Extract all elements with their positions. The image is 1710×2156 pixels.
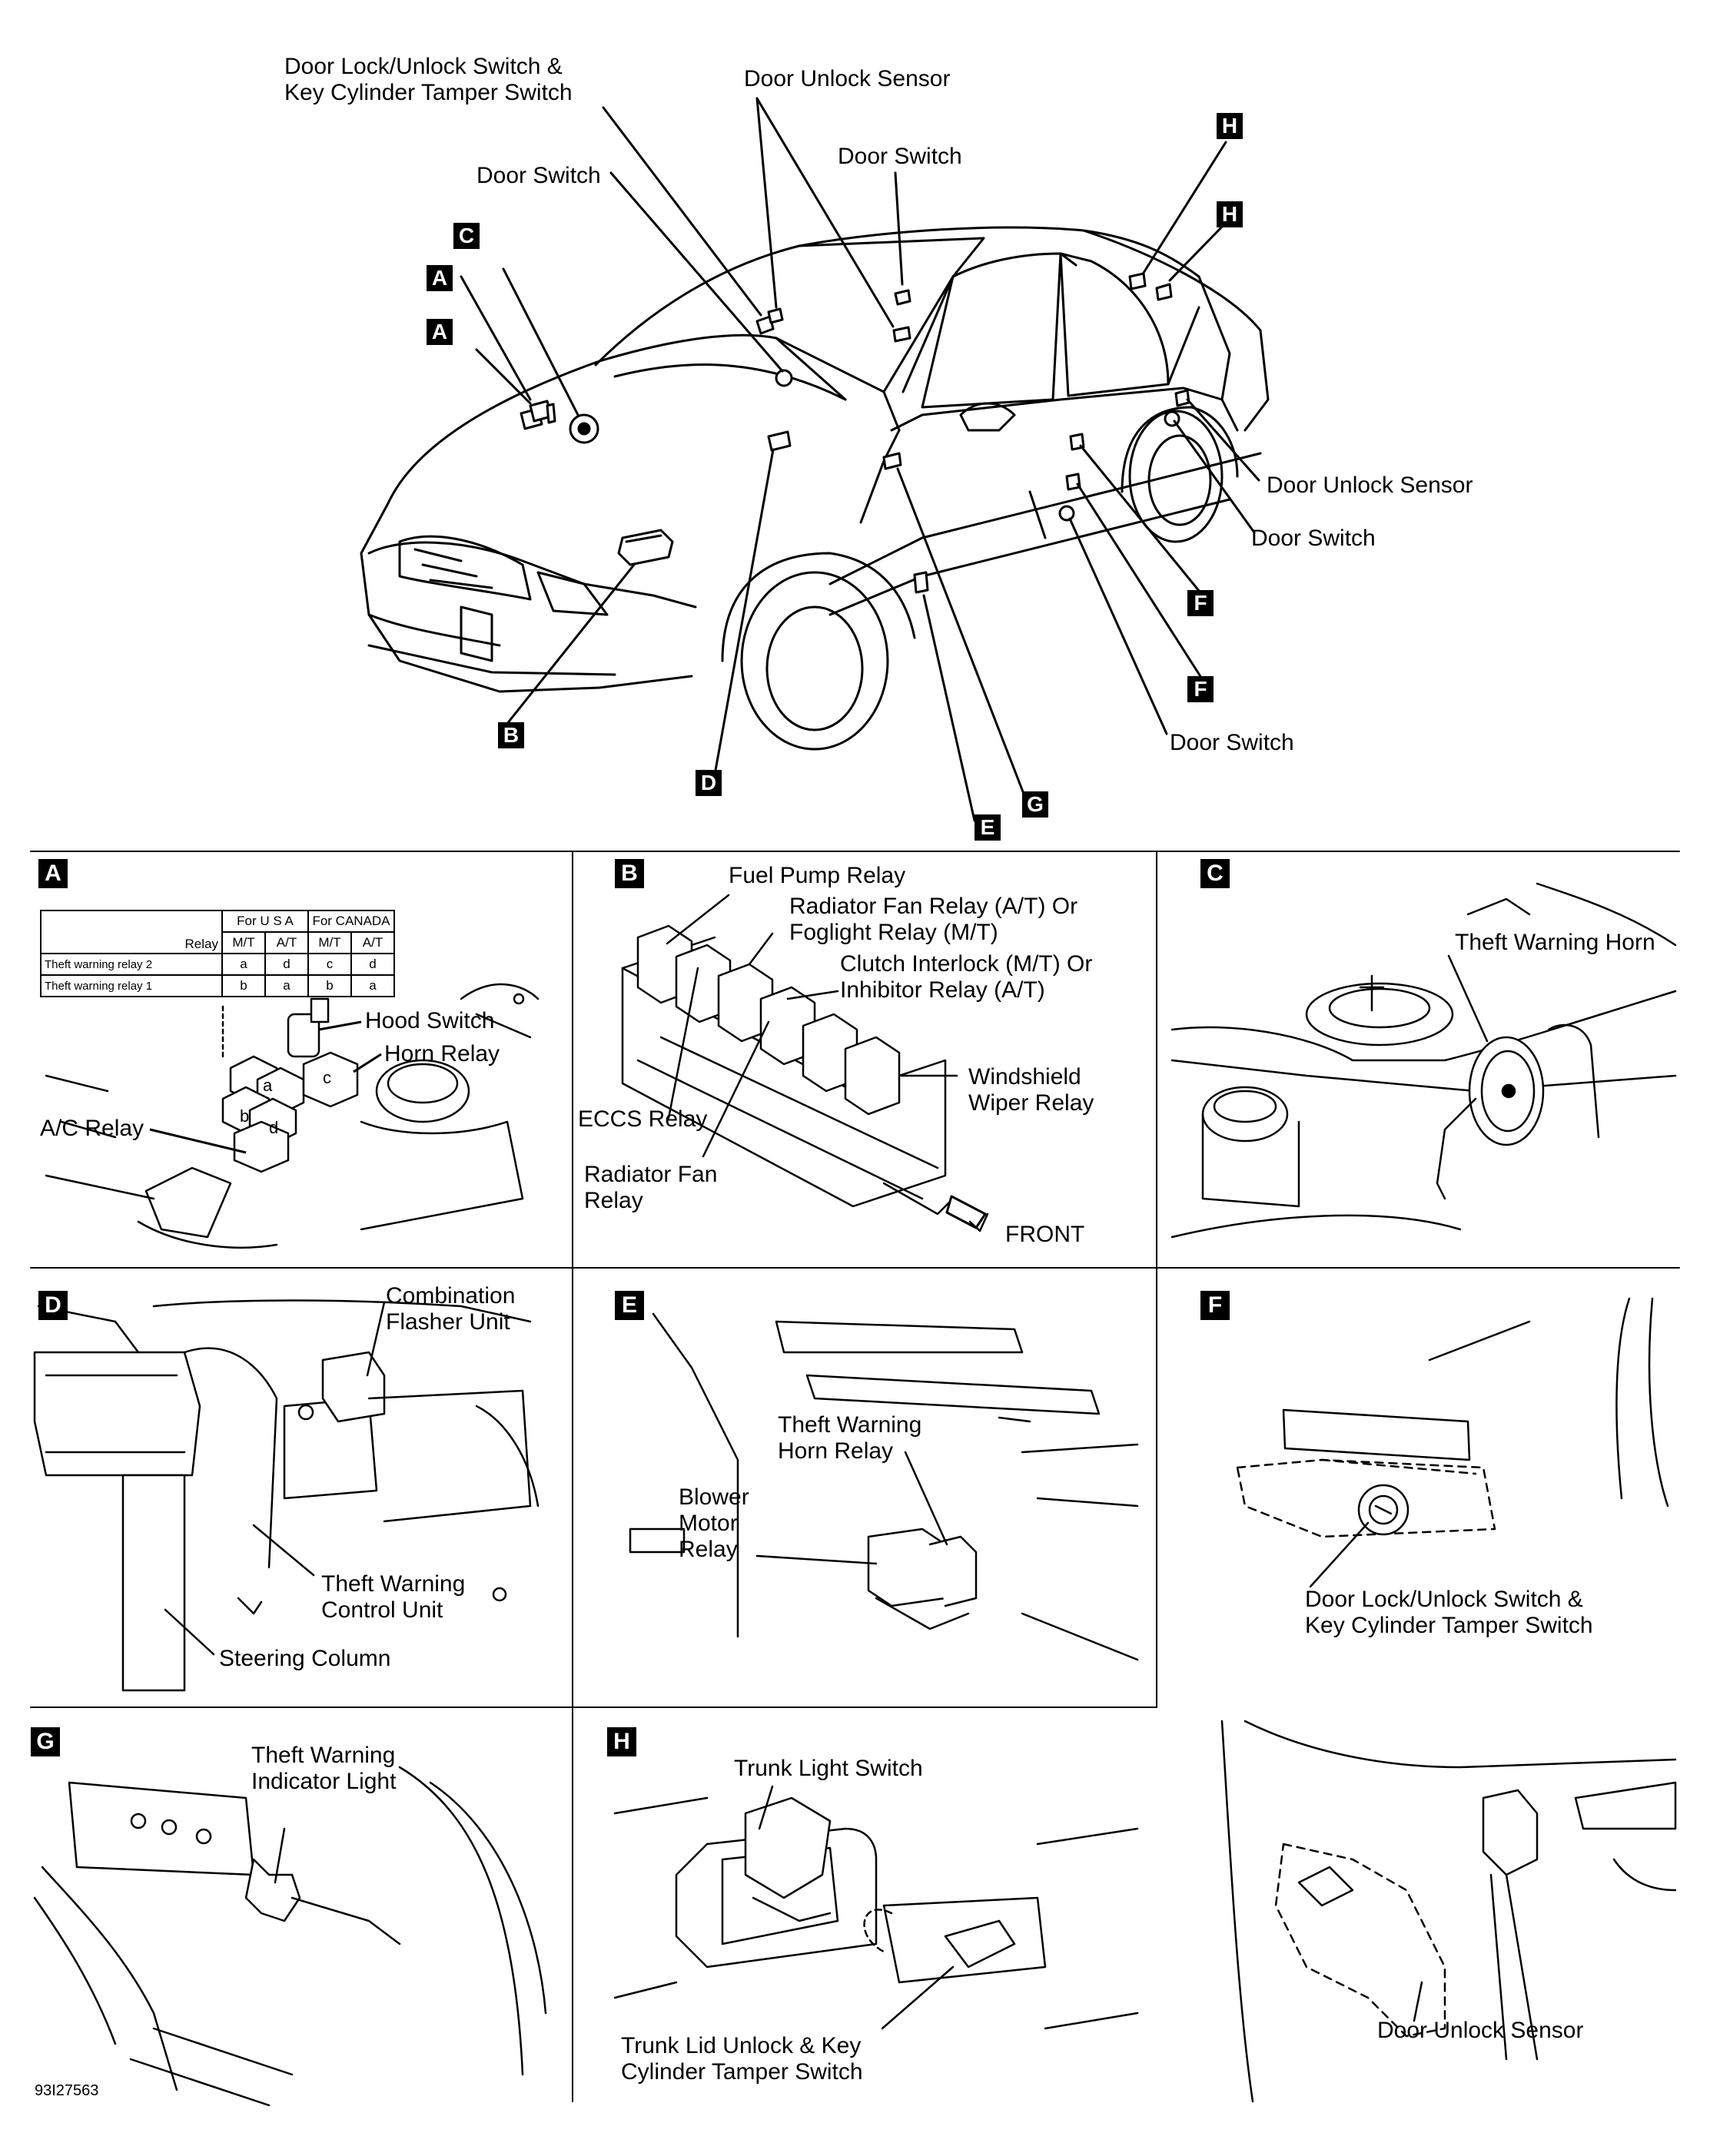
cell: b — [221, 974, 266, 997]
cell: a — [221, 953, 266, 976]
label-eccs-relay: ECCS Relay — [578, 1106, 708, 1132]
panel-d-art — [33, 1299, 540, 1692]
table-row: M/T A/T M/T A/T — [41, 931, 395, 954]
car-illustration — [360, 226, 1270, 751]
relay-table: Relay For U S A For CANADA M/T A/T M/T A… — [40, 910, 395, 997]
relay-header: Relay — [184, 937, 218, 951]
cell: a — [350, 974, 395, 997]
cell: a — [264, 974, 309, 997]
badge-h-upper: H — [1217, 113, 1243, 139]
badge-c: C — [453, 223, 480, 249]
panel-h-art — [613, 1785, 1139, 2030]
label-door-unlock-sensor-right: Door Unlock Sensor — [1267, 473, 1473, 498]
label-radiator-fan-relay: Radiator Fan Relay — [584, 1162, 718, 1213]
cell: d — [264, 953, 309, 976]
label-door-unlock-sensor-extra: Door Unlock Sensor — [1377, 2018, 1584, 2043]
panel-g-art — [33, 1766, 547, 2107]
panel-e-badge: E — [615, 1291, 644, 1320]
table-row: Theft warning relay 2 a d c d — [40, 953, 395, 976]
label-theft-horn-relay: Theft Warning Horn Relay — [778, 1412, 922, 1464]
panel-d-badge: D — [38, 1291, 68, 1320]
label-door-switch-left: Door Switch — [476, 163, 601, 188]
label-radiator-fan-at: Radiator Fan Relay (A/T) Or Foglight Rel… — [789, 894, 1078, 945]
badge-h-lower: H — [1217, 201, 1243, 227]
cell: b — [307, 974, 352, 997]
label-steering-column: Steering Column — [219, 1646, 391, 1671]
relay-letter: b — [240, 1106, 250, 1126]
panel-c-badge: C — [1200, 859, 1230, 888]
label-horn-relay: Horn Relay — [384, 1041, 500, 1066]
label-door-switch-right: Door Switch — [1251, 526, 1376, 551]
col-header: A/T — [264, 931, 309, 954]
badge-g: G — [1022, 791, 1048, 818]
label-trunk-light-switch: Trunk Light Switch — [734, 1756, 923, 1781]
panel-f-badge: F — [1200, 1291, 1230, 1320]
badge-f-upper: F — [1187, 590, 1214, 616]
relay-letter: d — [269, 1118, 279, 1137]
relay-header-cell: Relay — [40, 910, 223, 954]
col-header: A/T — [350, 931, 395, 954]
label-clutch-interlock: Clutch Interlock (M/T) Or Inhibitor Rela… — [840, 951, 1093, 1003]
label-front: FRONT — [1005, 1222, 1085, 1247]
label-ac-relay: A/C Relay — [40, 1116, 144, 1141]
label-blower-motor-relay: Blower Motor Relay — [679, 1484, 749, 1562]
label-fuel-pump-relay: Fuel Pump Relay — [729, 863, 906, 888]
figure-id: 93I27563 — [35, 2082, 99, 2099]
badge-a-upper: A — [427, 265, 453, 291]
leader-lines — [460, 97, 1260, 822]
label-door-lock-switch-f: Door Lock/Unlock Switch & Key Cylinder T… — [1305, 1587, 1593, 1638]
badge-d: D — [696, 770, 722, 796]
panel-c-art — [1170, 882, 1677, 1239]
panel-f-art — [1236, 1297, 1669, 1588]
group-canada: For CANADA — [307, 910, 395, 933]
relay-letter: a — [263, 1076, 273, 1095]
badge-e: E — [975, 814, 1001, 841]
panel-h-badge: H — [607, 1727, 636, 1756]
row-name: Theft warning relay 1 — [40, 974, 223, 997]
col-header: M/T — [307, 931, 352, 954]
panel-b-badge: B — [615, 859, 644, 888]
group-usa: For U S A — [221, 910, 309, 933]
table-row: Theft warning relay 1 b a b a — [40, 974, 395, 997]
label-theft-control-unit: Theft Warning Control Unit — [321, 1571, 466, 1623]
badge-f-lower: F — [1187, 676, 1214, 702]
panel-g-badge: G — [31, 1727, 60, 1756]
panel-b-art — [621, 894, 989, 1232]
label-door-switch-bottom: Door Switch — [1170, 730, 1294, 755]
badge-b: B — [498, 722, 524, 748]
label-theft-indicator-light: Theft Warning Indicator Light — [251, 1743, 397, 1794]
label-combination-flasher: Combination Flasher Unit — [386, 1283, 516, 1335]
cell: d — [350, 953, 395, 976]
panel-a-art — [45, 983, 540, 1249]
label-trunk-lid-unlock: Trunk Lid Unlock & Key Cylinder Tamper S… — [621, 2033, 863, 2085]
col-header: M/T — [221, 931, 266, 954]
relay-letter: c — [323, 1068, 331, 1087]
label-theft-warning-horn: Theft Warning Horn — [1455, 930, 1655, 955]
panel-grid — [30, 851, 1680, 2102]
label-door-unlock-sensor-top: Door Unlock Sensor — [744, 66, 951, 91]
table-row: Relay For U S A For CANADA — [40, 910, 395, 954]
badge-a-lower: A — [427, 319, 453, 345]
label-windshield-wiper: Windshield Wiper Relay — [968, 1064, 1094, 1116]
panel-a-badge: A — [38, 859, 68, 888]
row-name: Theft warning relay 2 — [40, 953, 223, 976]
panel-e-art — [629, 1312, 1139, 1661]
label-door-switch-top: Door Switch — [838, 144, 962, 169]
cell: c — [307, 953, 352, 976]
extra-panel-art — [1220, 1720, 1677, 2103]
label-hood-switch: Hood Switch — [365, 1008, 495, 1033]
label-door-lock-switch: Door Lock/Unlock Switch & Key Cylinder T… — [284, 54, 573, 105]
